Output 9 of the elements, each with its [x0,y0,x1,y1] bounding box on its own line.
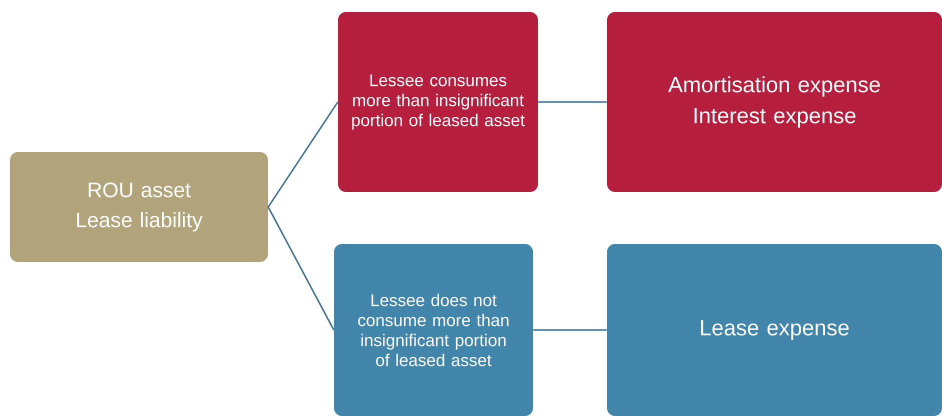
connector-line [268,102,338,208]
process-box: ROU asset Lease liability [10,152,268,262]
process-box: Amortisation expense Interest expense [607,12,942,192]
connector-line [538,101,607,103]
connector-line [268,206,334,330]
connector-line [533,329,607,331]
process-box: Lessee consumes more than insignificant portion of leased asset [338,12,538,192]
process-box: Lease expense [607,244,942,416]
process-box: Lessee does not consume more than insignificant portion of leased asset [334,244,533,416]
